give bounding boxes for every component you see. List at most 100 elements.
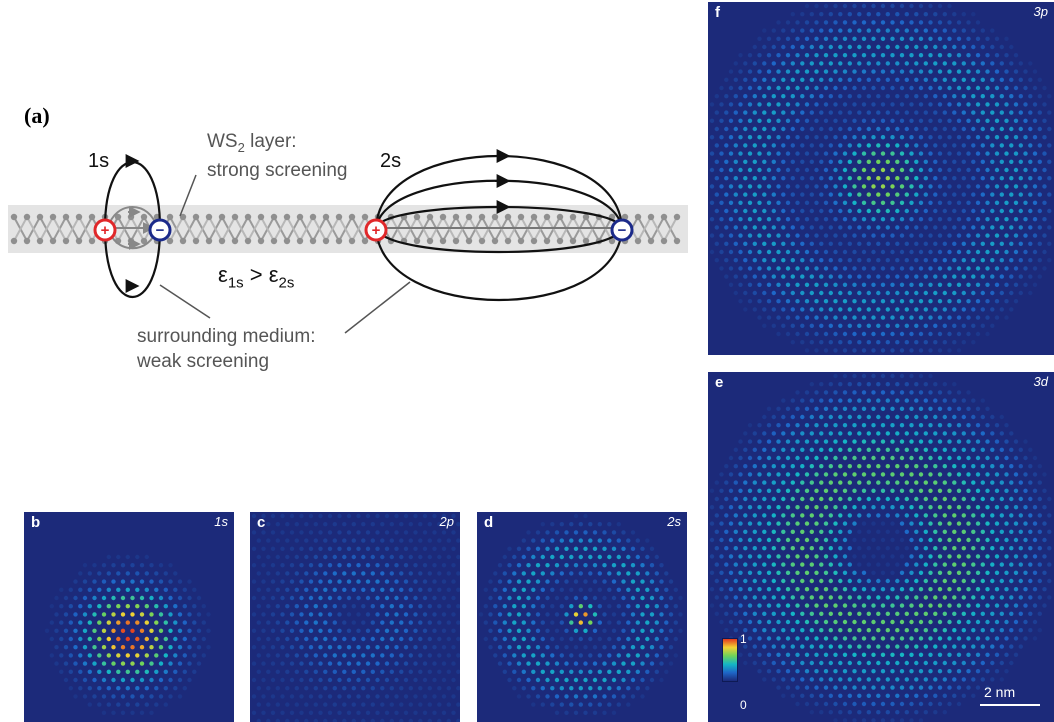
density-dot (857, 28, 862, 33)
density-dot (762, 28, 767, 33)
density-dot (880, 472, 886, 477)
density-dot (985, 85, 990, 91)
density-dot (804, 488, 810, 493)
density-dot (649, 579, 655, 584)
tile-state-2p: 2p (439, 514, 454, 529)
density-dot (766, 315, 772, 320)
density-dot (82, 579, 88, 584)
density-dot (743, 447, 748, 452)
density-dot (923, 159, 928, 164)
density-dot (876, 562, 881, 567)
density-dot (451, 579, 456, 584)
density-dot (800, 496, 805, 502)
density-dot (899, 718, 905, 722)
density-map-2s (478, 513, 683, 715)
density-dot (766, 537, 772, 543)
density-dot (78, 686, 83, 691)
density-dot (743, 644, 748, 649)
density-dot (526, 628, 531, 633)
density-dot (583, 710, 588, 715)
density-dot (899, 701, 905, 707)
density-dot (899, 85, 905, 91)
density-dot (285, 604, 290, 609)
density-dot (928, 348, 933, 353)
density-dot (68, 669, 73, 674)
density-dot (942, 578, 947, 584)
density-dot (1028, 480, 1033, 485)
density-dot (251, 513, 257, 519)
density-dot (961, 307, 966, 312)
density-dot (659, 595, 664, 601)
density-dot (933, 644, 938, 649)
density-dot (885, 241, 890, 246)
density-dot (828, 595, 833, 600)
density-dot (880, 348, 886, 353)
density-dot (909, 439, 914, 444)
density-dot (971, 28, 976, 33)
density-dot (866, 28, 871, 33)
density-dot (899, 390, 905, 395)
density-dot (728, 619, 734, 625)
density-dot (1009, 464, 1014, 469)
density-dot (1018, 496, 1023, 502)
density-dot (985, 439, 990, 444)
density-dot (337, 694, 342, 699)
density-dot (422, 661, 428, 666)
density-dot (289, 677, 295, 683)
density-dot (985, 537, 990, 543)
density-dot (63, 661, 69, 666)
density-dot (304, 718, 309, 722)
density-dot (838, 110, 843, 115)
density-dot (985, 603, 990, 608)
density-dot (49, 620, 54, 625)
density-dot (795, 406, 800, 411)
density-dot (814, 282, 819, 287)
density-dot (251, 710, 257, 715)
density-dot (294, 620, 299, 625)
density-dot (857, 274, 862, 279)
density-dot (933, 546, 938, 551)
density-dot (914, 431, 919, 436)
density-dot (308, 677, 314, 683)
density-dot (937, 200, 943, 205)
density-dot (1042, 233, 1047, 238)
density-dot (724, 274, 729, 279)
density-dot (890, 521, 895, 526)
density-dot (871, 603, 876, 608)
density-dot (804, 455, 810, 461)
density-dot (630, 677, 636, 683)
density-dot (961, 208, 966, 214)
density-dot (999, 513, 1004, 518)
density-dot (709, 118, 715, 124)
density-dot (630, 628, 636, 633)
density-dot (942, 94, 947, 99)
density-dot (804, 85, 810, 91)
density-dot (785, 505, 791, 510)
density-dot (890, 423, 895, 428)
density-dot (838, 562, 843, 567)
density-dot (838, 159, 843, 164)
density-dot (370, 669, 375, 674)
density-dot (876, 414, 881, 420)
density-dot (804, 537, 810, 543)
density-dot (971, 628, 976, 633)
density-dot (914, 28, 919, 33)
density-dot (356, 563, 361, 568)
density-dot (895, 274, 900, 279)
density-dot (1028, 496, 1033, 502)
density-dot (942, 159, 947, 164)
density-dot (728, 587, 734, 592)
density-dot (346, 628, 352, 633)
density-dot (516, 612, 522, 617)
density-dot (289, 579, 295, 584)
density-dot (776, 69, 781, 74)
density-dot (394, 677, 399, 683)
density-dot (819, 398, 824, 403)
density-dot (790, 464, 795, 469)
density-dot (804, 151, 810, 156)
density-dot (971, 578, 976, 584)
density-dot (800, 595, 805, 600)
density-dot (833, 184, 838, 189)
density-dot (766, 636, 772, 641)
density-dot (728, 102, 734, 107)
